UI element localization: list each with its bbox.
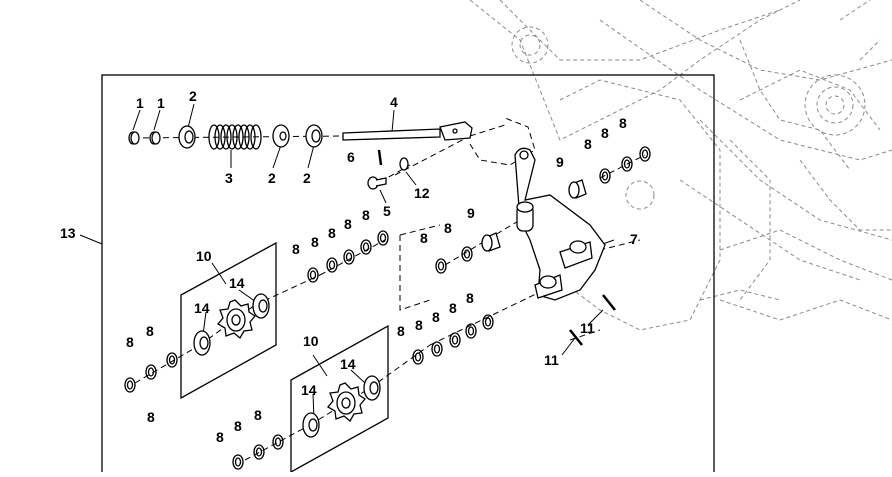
- callout-1: 1: [136, 95, 144, 111]
- callout-1: 1: [157, 95, 165, 111]
- callout-8: 8: [146, 323, 154, 339]
- nut-part: [128, 131, 161, 145]
- callout-14: 14: [340, 356, 356, 372]
- washer-part: [178, 124, 323, 149]
- callout-8: 8: [432, 309, 440, 325]
- callout-8: 8: [397, 323, 405, 339]
- spacer-ring-part: [124, 146, 651, 470]
- callout-2: 2: [268, 170, 276, 186]
- callout-3: 3: [225, 170, 233, 186]
- sprocket-box-lower: [290, 324, 389, 474]
- callout-4: 4: [390, 94, 398, 110]
- sprocket-assembly-upper: [193, 293, 270, 356]
- callout-8: 8: [254, 407, 262, 423]
- callout-13: 13: [60, 225, 76, 241]
- group-frame: [101, 74, 715, 477]
- callout-2: 2: [189, 88, 197, 104]
- callout-8: 8: [619, 115, 627, 131]
- callout-8: 8: [444, 220, 452, 236]
- callout-8: 8: [362, 207, 370, 223]
- callout-5: 5: [383, 203, 391, 219]
- callout-7: 7: [630, 231, 638, 247]
- roll-pin-part: [569, 294, 616, 346]
- tensioner-arm-part: [514, 147, 606, 301]
- callout-14: 14: [229, 275, 245, 291]
- callout-8: 8: [584, 136, 592, 152]
- tension-rod-part: [342, 121, 473, 141]
- callout-11: 11: [544, 352, 559, 368]
- callout-labels: 1 1 2 2 2 3 4 5 6 7 12 13 9 9 8 8 8 8 8 …: [60, 88, 638, 445]
- pin-bolt-parts: [367, 149, 409, 190]
- callout-8: 8: [126, 334, 134, 350]
- callout-2: 2: [303, 170, 311, 186]
- callout-10: 10: [196, 248, 212, 264]
- callout-9: 9: [467, 205, 475, 221]
- callout-8: 8: [311, 234, 319, 250]
- callout-10: 10: [303, 333, 319, 349]
- sprocket-box-upper: [180, 241, 277, 400]
- callout-8: 8: [415, 317, 423, 333]
- callout-8: 8: [234, 418, 242, 434]
- callout-9: 9: [556, 154, 564, 170]
- machine-frame-background: [469, 0, 892, 331]
- sprocket-assembly-lower: [302, 375, 381, 438]
- bushing-part: [481, 179, 587, 252]
- callout-8: 8: [216, 429, 224, 445]
- callout-8: 8: [147, 409, 155, 425]
- callout-14: 14: [301, 382, 317, 398]
- callout-12: 12: [414, 185, 430, 201]
- callout-8: 8: [328, 225, 336, 241]
- callout-8: 8: [601, 125, 609, 141]
- callout-8: 8: [449, 300, 457, 316]
- callout-8: 8: [420, 230, 428, 246]
- callout-11: 11: [580, 320, 595, 336]
- callout-14: 14: [194, 300, 210, 316]
- spring-part: [208, 124, 262, 150]
- callout-6: 6: [347, 149, 355, 165]
- callout-8: 8: [466, 290, 474, 306]
- callout-8: 8: [292, 241, 300, 257]
- callout-8: 8: [344, 216, 352, 232]
